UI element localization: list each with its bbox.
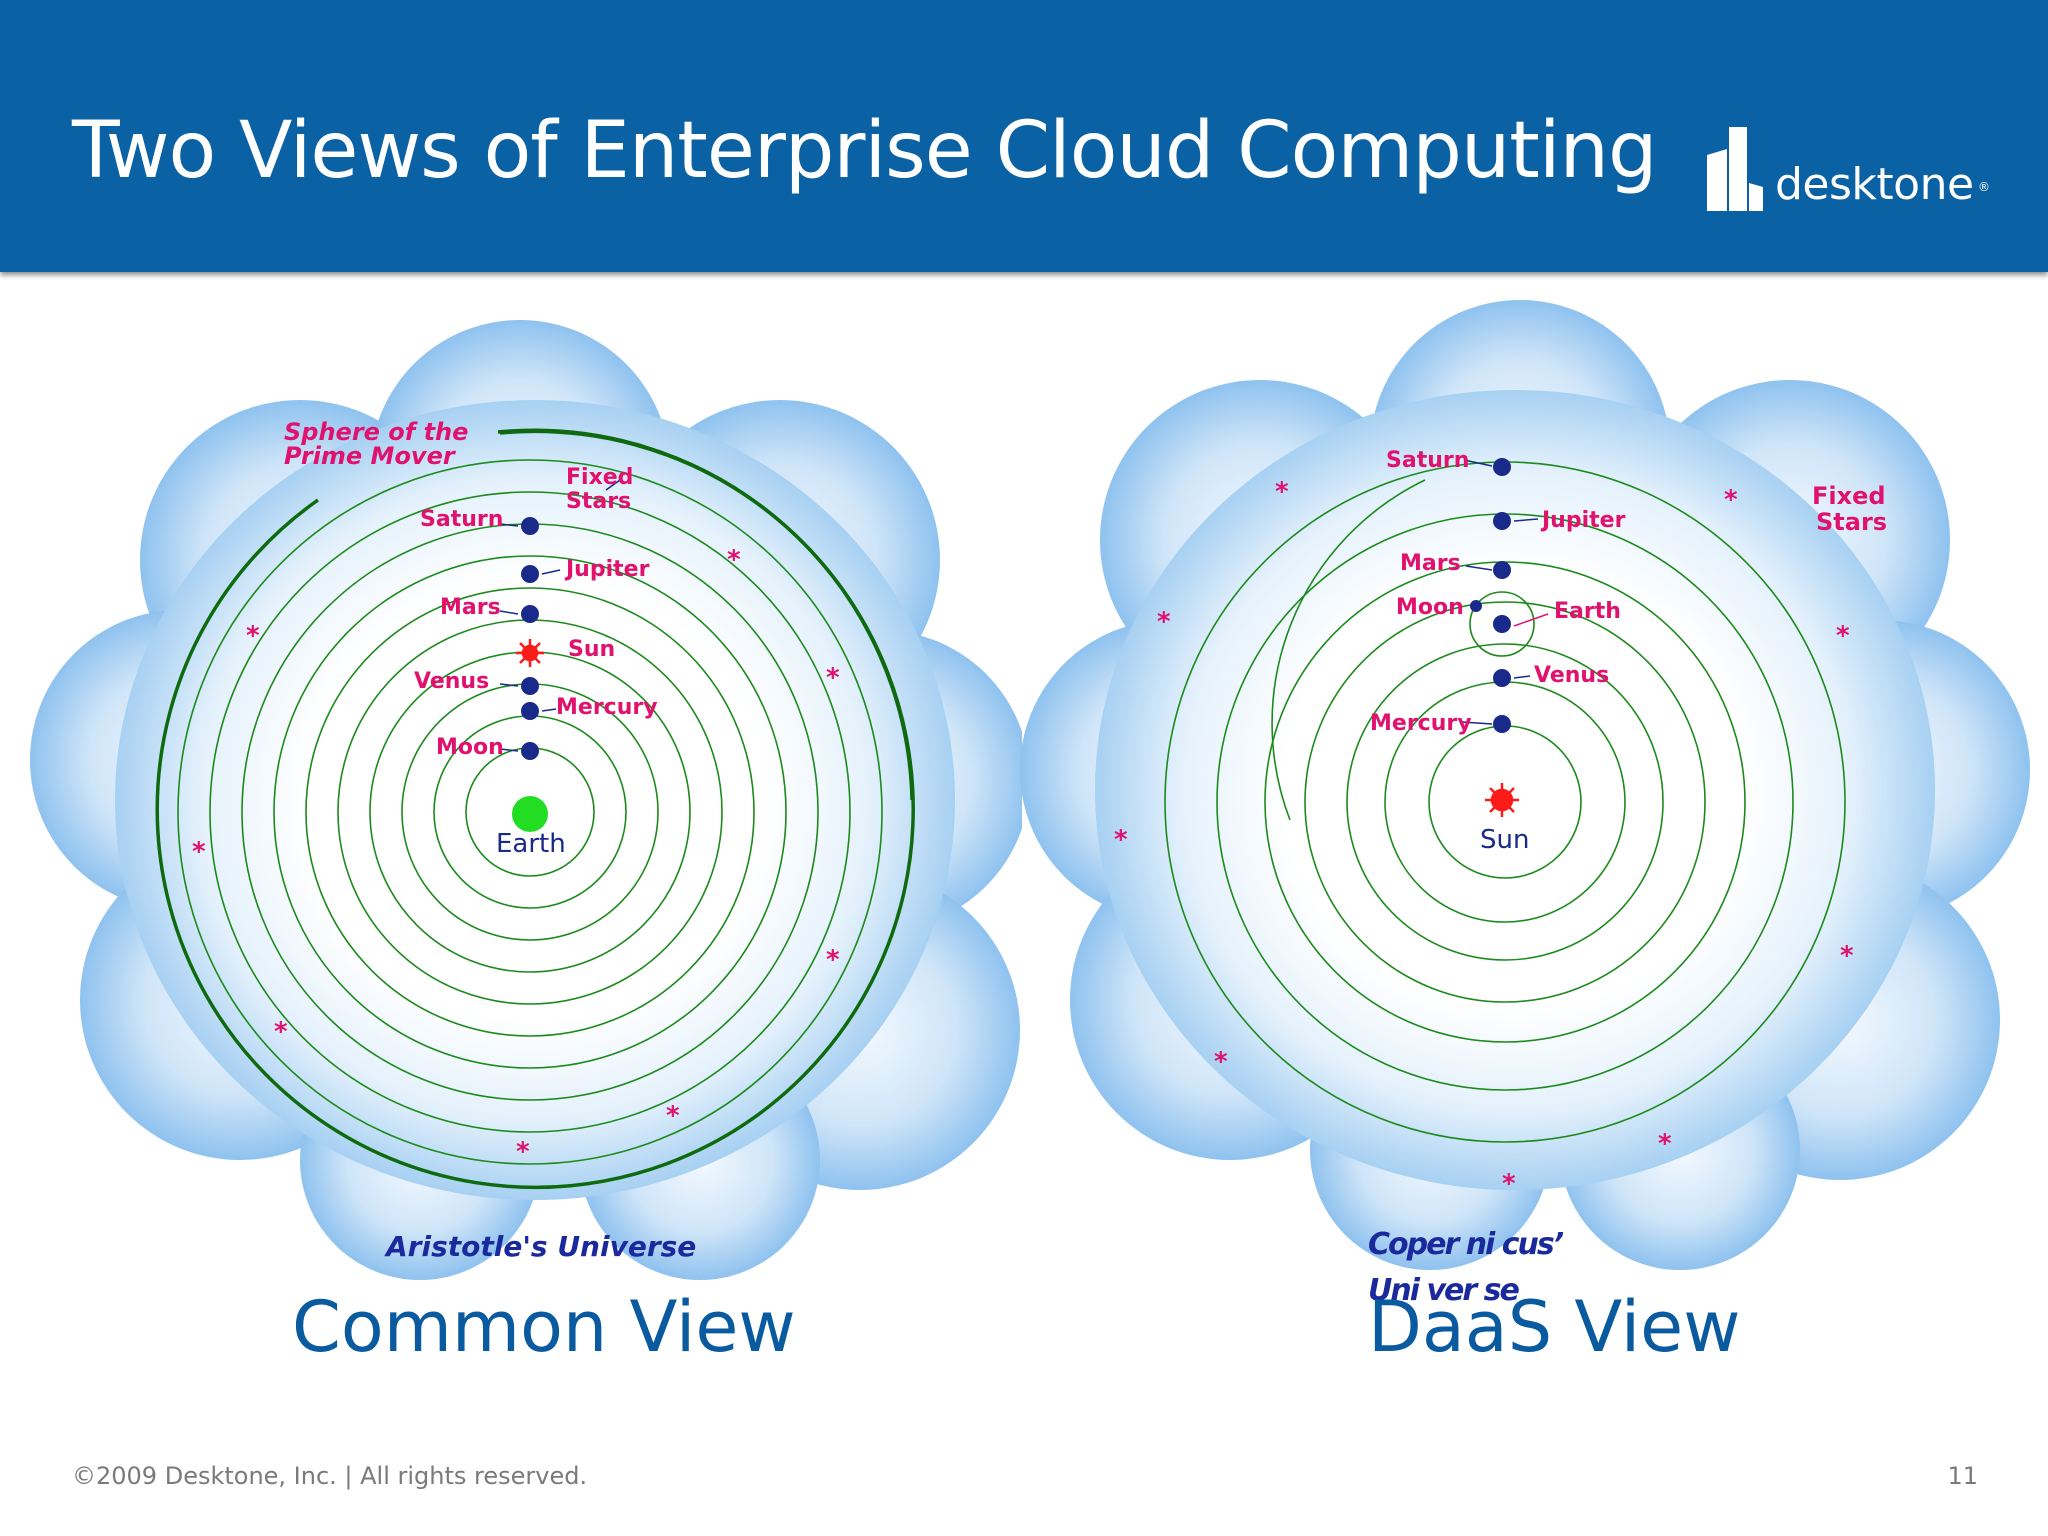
venus-label: Venus: [414, 669, 489, 694]
moon-label: Moon: [436, 735, 504, 760]
jupiter-marker: [521, 565, 539, 583]
star-icon: *: [1114, 825, 1128, 855]
mars-label: Mars: [440, 595, 501, 620]
star-icon: *: [1275, 477, 1289, 507]
left-markers: * * * * * * * *: [192, 479, 840, 1167]
sun-icon: [1485, 783, 1519, 817]
logo-wordmark: desktone: [1775, 159, 1974, 210]
copernicus-caption-line2: Uni ver se: [1368, 1273, 1520, 1308]
star-icon: *: [1157, 607, 1171, 637]
star-icon: *: [192, 837, 206, 867]
sphere-of-prime-mover: [155, 428, 915, 1190]
desktone-logo-icon: [1707, 127, 1763, 211]
right-cloud-background: [1020, 300, 2030, 1270]
star-icon: *: [826, 945, 840, 975]
page-number: 11: [1947, 1462, 1978, 1490]
fixed-stars-label-line1: Fixed: [566, 465, 633, 490]
saturn-marker: [1493, 458, 1511, 476]
star-icon: *: [1836, 621, 1850, 651]
sphere-label-line2: Prime Mover: [284, 442, 457, 470]
left-star-markers: * * * * * * * *: [192, 545, 840, 1167]
mercury-label: Mercury: [556, 695, 658, 720]
star-icon: *: [826, 663, 840, 693]
venus-label: Venus: [1534, 663, 1609, 688]
jupiter-label: Jupiter: [1540, 508, 1626, 533]
star-icon: *: [1724, 485, 1738, 515]
common-view-label: Common View: [292, 1286, 796, 1368]
copernicus-caption-line1: Coper ni cus’: [1368, 1227, 1564, 1262]
venus-marker: [521, 677, 539, 695]
aristotle-diagram: [155, 428, 915, 1190]
right-leader-lines: [1461, 459, 1549, 725]
venus-marker: [1493, 669, 1511, 687]
title-bar: Two Views of Enterprise Cloud Computing …: [0, 0, 2048, 272]
mars-marker: [1493, 561, 1511, 579]
sun-label: Sun: [568, 637, 615, 662]
jupiter-label: Jupiter: [564, 557, 650, 582]
daas-view-label: DaaS View: [1368, 1286, 1741, 1368]
left-leader-lines: [499, 479, 621, 752]
logo-registered-mark: ®: [1978, 180, 1990, 194]
right-text-labels: Saturn Jupiter Mars Moon Earth Venus Mer…: [1370, 448, 1887, 855]
jupiter-marker: [1493, 512, 1511, 530]
moon-marker: [521, 742, 539, 760]
sphere-label-line1: Sphere of the: [284, 418, 468, 446]
star-icon: *: [246, 621, 260, 651]
copernicus-caption: Coper ni cus’ Uni ver se: [1368, 1222, 1668, 1314]
moon-marker: [1470, 600, 1482, 612]
saturn-label: Saturn: [420, 507, 503, 532]
mars-label: Mars: [1400, 551, 1461, 576]
slide-title: Two Views of Enterprise Cloud Computing: [72, 106, 1657, 196]
star-icon: *: [516, 1137, 530, 1167]
saturn-marker: [521, 517, 539, 535]
right-markers: * * * * * * * * *: [1114, 458, 1854, 1199]
right-star-markers: * * * * * * * * *: [1114, 477, 1854, 1199]
star-icon: *: [1214, 1047, 1228, 1077]
star-icon: *: [1840, 941, 1854, 971]
fixed-stars-label-line1: Fixed: [1812, 482, 1886, 510]
fixed-stars-label-line2: Stars: [1816, 508, 1887, 536]
fixed-stars-label-line2: Stars: [566, 489, 631, 514]
earth-planet-icon: [512, 796, 548, 832]
star-icon: *: [727, 545, 741, 575]
earth-label: Earth: [496, 829, 566, 859]
mars-marker: [521, 605, 539, 623]
sun-icon: [516, 639, 544, 667]
mercury-marker: [1493, 715, 1511, 733]
mercury-marker: [521, 702, 539, 720]
star-icon: *: [666, 1101, 680, 1131]
mercury-label: Mercury: [1370, 711, 1472, 736]
saturn-label: Saturn: [1386, 448, 1469, 473]
star-icon: *: [1658, 1129, 1672, 1159]
copyright-footer: ©2009 Desktone, Inc. | All rights reserv…: [72, 1462, 588, 1490]
star-icon: *: [274, 1017, 288, 1047]
earth-label: Earth: [1554, 599, 1621, 624]
earth-marker: [1493, 615, 1511, 633]
sun-label: Sun: [1480, 825, 1529, 855]
moon-label: Moon: [1396, 595, 1464, 620]
star-icon: *: [1502, 1169, 1516, 1199]
aristotle-caption: Aristotle's Universe: [384, 1230, 696, 1263]
left-text-labels: Sphere of the Prime Mover Fixed Stars Sa…: [284, 418, 696, 1263]
